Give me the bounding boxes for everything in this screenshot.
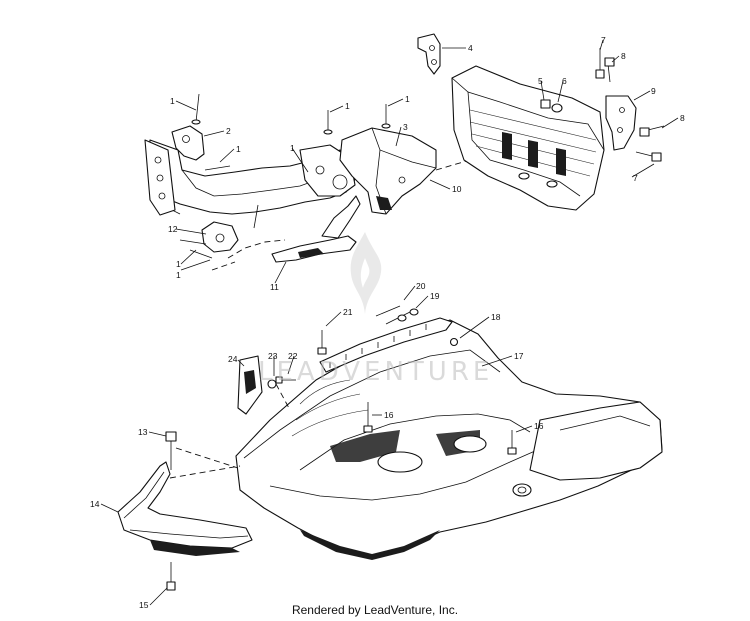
callout-number-10: 10	[452, 184, 462, 194]
callout-number-1: 1	[176, 270, 181, 280]
callout-number-1: 1	[290, 143, 295, 153]
callout-number-16: 16	[534, 421, 544, 431]
bracket-part-4	[417, 33, 441, 75]
nut-part-13	[165, 431, 177, 470]
callout-number-11: 11	[270, 282, 279, 292]
render-credit: Rendered by LeadVenture, Inc.	[291, 603, 459, 617]
callout-number-2: 2	[226, 126, 231, 136]
callout-number-1: 1	[345, 101, 350, 111]
callout-number-7: 7	[633, 173, 638, 183]
callout-number-23: 23	[268, 351, 278, 361]
callout-number-1: 1	[236, 144, 241, 154]
steering-bracket-part-10	[339, 127, 471, 215]
callout-number-1: 1	[176, 259, 181, 269]
watermark-text: LEADVENTURE	[258, 357, 494, 387]
callout-number-17: 17	[514, 351, 524, 361]
callout-leaders	[100, 39, 679, 606]
callout-number-15: 15	[139, 600, 149, 610]
callout-number-14: 14	[90, 499, 100, 509]
callout-number-13: 13	[138, 427, 148, 437]
callout-number-9: 9	[651, 86, 656, 96]
callout-number-3: 3	[403, 122, 408, 132]
bolt-part-15	[166, 562, 176, 591]
bolt-set-front	[179, 93, 391, 259]
callout-number-8: 8	[680, 113, 685, 123]
callout-number-24: 24	[228, 354, 238, 364]
callout-number-22: 22	[288, 351, 298, 361]
front-frame-assembly	[144, 125, 357, 271]
bracket-part-9	[605, 95, 637, 151]
callout-number-1: 1	[405, 94, 410, 104]
callout-number-5: 5	[538, 76, 543, 86]
callout-number-21: 21	[343, 307, 353, 317]
callout-number-16: 16	[384, 410, 394, 420]
hood-belly-pan-part-17	[235, 317, 663, 560]
hardware-top-right	[540, 48, 665, 162]
callout-number-19: 19	[430, 291, 440, 301]
callout-number-6: 6	[562, 76, 567, 86]
callout-number-7: 7	[601, 35, 606, 45]
leadventure-flame-logo	[350, 232, 382, 314]
steering-frame-assembly	[451, 65, 605, 211]
callout-number-18: 18	[491, 312, 501, 322]
panel-part-24	[237, 355, 263, 415]
callout-number-1: 1	[170, 96, 175, 106]
hood-hardware	[175, 305, 517, 469]
callout-number-12: 12	[168, 224, 178, 234]
callout-number-8: 8	[621, 51, 626, 61]
callout-number-4: 4	[468, 43, 473, 53]
ski-runner-part-11	[271, 195, 361, 263]
front-bumper-part-14	[117, 461, 253, 556]
callout-number-20: 20	[416, 281, 426, 291]
